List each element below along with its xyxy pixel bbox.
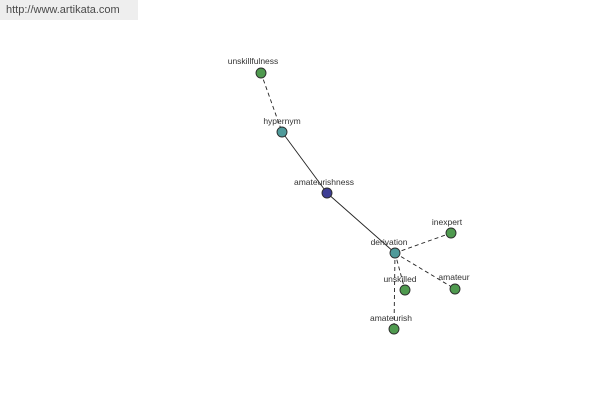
node-label-amateurish: amateurish [370,313,412,323]
node-label-unskilled: unskilled [383,274,416,284]
edge-hypernym-amateurishness [281,131,328,194]
edge-amateurishness-derivation [326,192,396,254]
node-label-inexpert: inexpert [432,217,463,227]
node-label-unskillfulness: unskillfulness [228,56,279,66]
watermark-url: http://www.artikata.com [0,0,138,20]
node-amateurishness[interactable] [321,187,333,199]
node-label-hypernym: hypernym [263,116,300,126]
node-label-amateur: amateur [438,272,469,282]
edge-derivation-amateurish [393,252,396,330]
node-derivation[interactable] [389,247,401,259]
node-amateur[interactable] [449,283,461,295]
node-unskilled[interactable] [399,284,411,296]
graph-labels: unskillfulness hypernym amateurishness deri… [228,56,470,323]
edge-derivation-amateur [394,252,456,290]
edge-unskillfulness-hypernym [260,72,283,133]
node-label-derivation: derivation [371,237,408,247]
node-amateurish[interactable] [388,323,400,335]
edge-derivation-inexpert [394,232,452,254]
node-label-amateurishness: amateurishness [294,177,354,187]
node-hypernym[interactable] [276,126,288,138]
edge-derivation-unskilled [394,252,406,291]
node-unskillfulness[interactable] [255,67,267,79]
graph-nodes [255,67,461,335]
graph-edges [260,72,456,330]
node-inexpert[interactable] [445,227,457,239]
